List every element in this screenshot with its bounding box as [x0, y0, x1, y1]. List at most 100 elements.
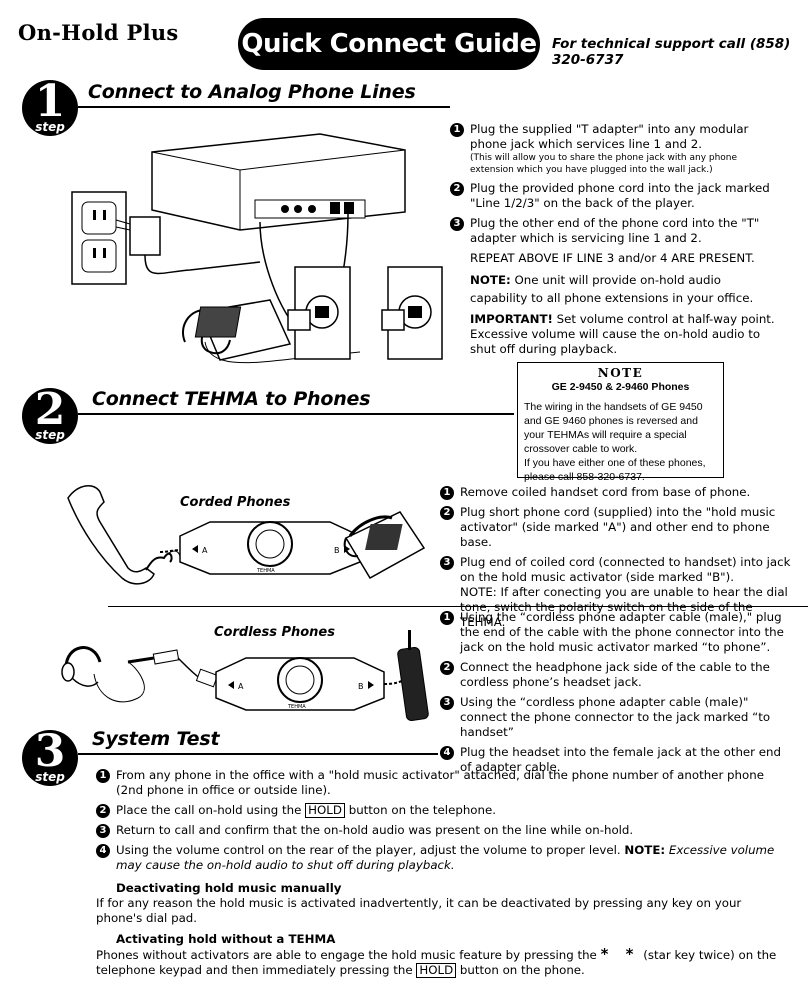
note-box-subheading: GE 2-9450 & 2-9460 Phones — [551, 381, 690, 393]
step2-title: Connect TEHMA to Phones — [92, 388, 371, 410]
corded-item-3-text: Plug end of coiled cord (connected to ha… — [460, 555, 791, 584]
corded-device-b: B — [334, 546, 340, 555]
cordless-phone-illustration: A B TEHMA — [61, 630, 429, 722]
corded-device-a: A — [202, 546, 208, 555]
step1-repeat: REPEAT ABOVE IF LINE 3 and/or 4 ARE PRES… — [470, 251, 755, 265]
step3-item-2-post: button on the telephone. — [344, 803, 497, 817]
hold-key-2: HOLD — [416, 963, 457, 978]
corded-item-1-num: 1 — [440, 486, 454, 500]
step1-item-2: 2 Plug the provided phone cord into the … — [450, 181, 780, 211]
cordless-item-3: 3 Using the “cordless phone adapter cabl… — [440, 695, 790, 740]
step3-instructions: 1 From any phone in the office with a "h… — [96, 768, 786, 978]
cordless-item-2-num: 2 — [440, 661, 454, 675]
step1-item-1-small: (This will allow you to share the phone … — [470, 153, 738, 175]
step1-rule — [78, 106, 450, 108]
step1-item-3-text: Plug the other end of the phone cord int… — [470, 216, 760, 245]
corded-device-brand: TEHMA — [256, 568, 275, 574]
desk-phone-illustration — [343, 511, 426, 580]
activate-mid: (star key twice) on the telephone keypad… — [96, 948, 777, 977]
corded-instructions: 1 Remove coiled handset cord from base o… — [440, 485, 798, 635]
corded-item-3-note: NOTE: If after conecting you are unable … — [460, 585, 788, 629]
corded-item-2-text: Plug short phone cord (supplied) into th… — [460, 505, 776, 549]
note-box-text1: The wiring in the handsets of GE 9450 an… — [524, 401, 703, 455]
step3-item-1-num: 1 — [96, 769, 110, 783]
corded-item-3-num: 3 — [440, 556, 454, 570]
cordless-item-1: 1 Using the “cordless phone adapter cabl… — [440, 610, 790, 655]
step3-item-4-text: Using the volume control on the rear of … — [116, 843, 625, 857]
cordless-item-4: 4 Plug the headset into the female jack … — [440, 745, 790, 775]
step1-word: step — [35, 120, 65, 134]
ge-phone-note-box: NOTE GE 2-9450 & 2-9460 Phones The wirin… — [517, 362, 724, 483]
cordless-item-4-num: 4 — [440, 746, 454, 760]
step1-important-text: Set volume control at half-way point. Ex… — [470, 312, 775, 356]
step1-item-1-num: 1 — [450, 123, 464, 137]
cordless-device-brand: TEHMA — [287, 704, 306, 710]
step3-item-4-note-label: NOTE: — [624, 843, 666, 857]
step1-title: Connect to Analog Phone Lines — [88, 81, 416, 103]
section-divider — [108, 606, 808, 607]
corded-phones-label: Corded Phones — [180, 495, 291, 510]
step1-item-1-text: Plug the supplied "T adapter" into any m… — [470, 122, 749, 151]
step3-word: step — [35, 770, 65, 784]
step1-item-3: 3 Plug the other end of the phone cord i… — [450, 216, 780, 246]
step3-badge: 3 step — [22, 726, 78, 786]
step1-important-label: IMPORTANT! — [470, 312, 553, 326]
step1-badge: 1 step — [22, 76, 78, 136]
step1-item-1: 1 Plug the supplied "T adapter" into any… — [450, 122, 780, 176]
step3-item-1: 1 From any phone in the office with a "h… — [96, 768, 786, 798]
cordless-item-1-text: Using the “cordless phone adapter cable … — [460, 610, 784, 654]
activate-pre: Phones without activators are able to en… — [96, 948, 601, 962]
star-keys: * * — [600, 945, 640, 963]
step1-instructions: 1 Plug the supplied "T adapter" into any… — [450, 122, 780, 362]
step3-item-4-note-text: Excessive volume may cause the on-hold a… — [116, 843, 775, 872]
step1-item-2-text: Plug the provided phone cord into the ja… — [470, 181, 770, 210]
step3-item-3-num: 3 — [96, 824, 110, 838]
step2-rule — [78, 413, 514, 415]
step2-badge: 2 step — [22, 384, 78, 444]
step2-word: step — [35, 428, 65, 442]
cordless-item-1-num: 1 — [440, 611, 454, 625]
corded-item-1: 1 Remove coiled handset cord from base o… — [440, 485, 798, 500]
step3-item-3: 3 Return to call and confirm that the on… — [96, 823, 786, 838]
step3-item-1-text: From any phone in the office with a "hol… — [116, 768, 764, 797]
cordless-phones-label: Cordless Phones — [214, 625, 335, 640]
step1-important: IMPORTANT! Set volume control at half-wa… — [450, 312, 780, 357]
corded-item-3: 3 Plug end of coiled cord (connected to … — [440, 555, 798, 630]
cordless-item-2: 2 Connect the headphone jack side of the… — [440, 660, 790, 690]
step2-number: 2 — [34, 384, 66, 435]
note-box-heading: NOTE — [597, 366, 644, 380]
brand-logo: On-Hold Plus — [18, 20, 179, 45]
step1-number: 1 — [34, 76, 66, 127]
activate-post: button on the phone. — [456, 963, 585, 977]
step1-note-label: NOTE: — [470, 273, 511, 287]
step3-title: System Test — [92, 728, 220, 750]
cordless-instructions: 1 Using the “cordless phone adapter cabl… — [440, 610, 790, 780]
activate-title: Activating hold without a TEHMA — [116, 932, 336, 946]
support-phone: For technical support call (858) 320-673… — [552, 36, 791, 68]
step3-item-2-num: 2 — [96, 804, 110, 818]
step3-item-4-num: 4 — [96, 844, 110, 858]
step1-item-2-num: 2 — [450, 182, 464, 196]
note-box-text2: If you have either one of these phones, … — [524, 457, 706, 483]
corded-item-2: 2 Plug short phone cord (supplied) into … — [440, 505, 798, 550]
step3-rule — [78, 753, 438, 755]
cordless-device-a: A — [238, 682, 244, 691]
activate-text: Phones without activators are able to en… — [96, 947, 786, 978]
cordless-device-b: B — [358, 682, 364, 691]
step1-note: NOTE: One unit will provide on-hold audi… — [450, 271, 780, 307]
deactivate-text: If for any reason the hold music is acti… — [96, 896, 742, 925]
corded-item-2-num: 2 — [440, 506, 454, 520]
step3-item-4: 4 Using the volume control on the rear o… — [96, 843, 786, 873]
step1-note-text: One unit will provide on-hold audio capa… — [470, 273, 754, 305]
step3-item-2-pre: Place the call on-hold using the — [116, 803, 306, 817]
page-title: Quick Connect Guide — [238, 18, 540, 70]
step3-number: 3 — [34, 726, 66, 777]
phone-line-illustration — [71, 133, 443, 364]
activate-section: Activating hold without a TEHMA — [96, 932, 786, 947]
step3-item-2: 2 Place the call on-hold using the HOLD … — [96, 803, 786, 818]
step3-item-3-text: Return to call and confirm that the on-h… — [116, 823, 634, 837]
step1-item-3-num: 3 — [450, 217, 464, 231]
cordless-item-3-num: 3 — [440, 696, 454, 710]
cordless-item-2-text: Connect the headphone jack side of the c… — [460, 660, 770, 689]
hold-key: HOLD — [305, 803, 345, 818]
